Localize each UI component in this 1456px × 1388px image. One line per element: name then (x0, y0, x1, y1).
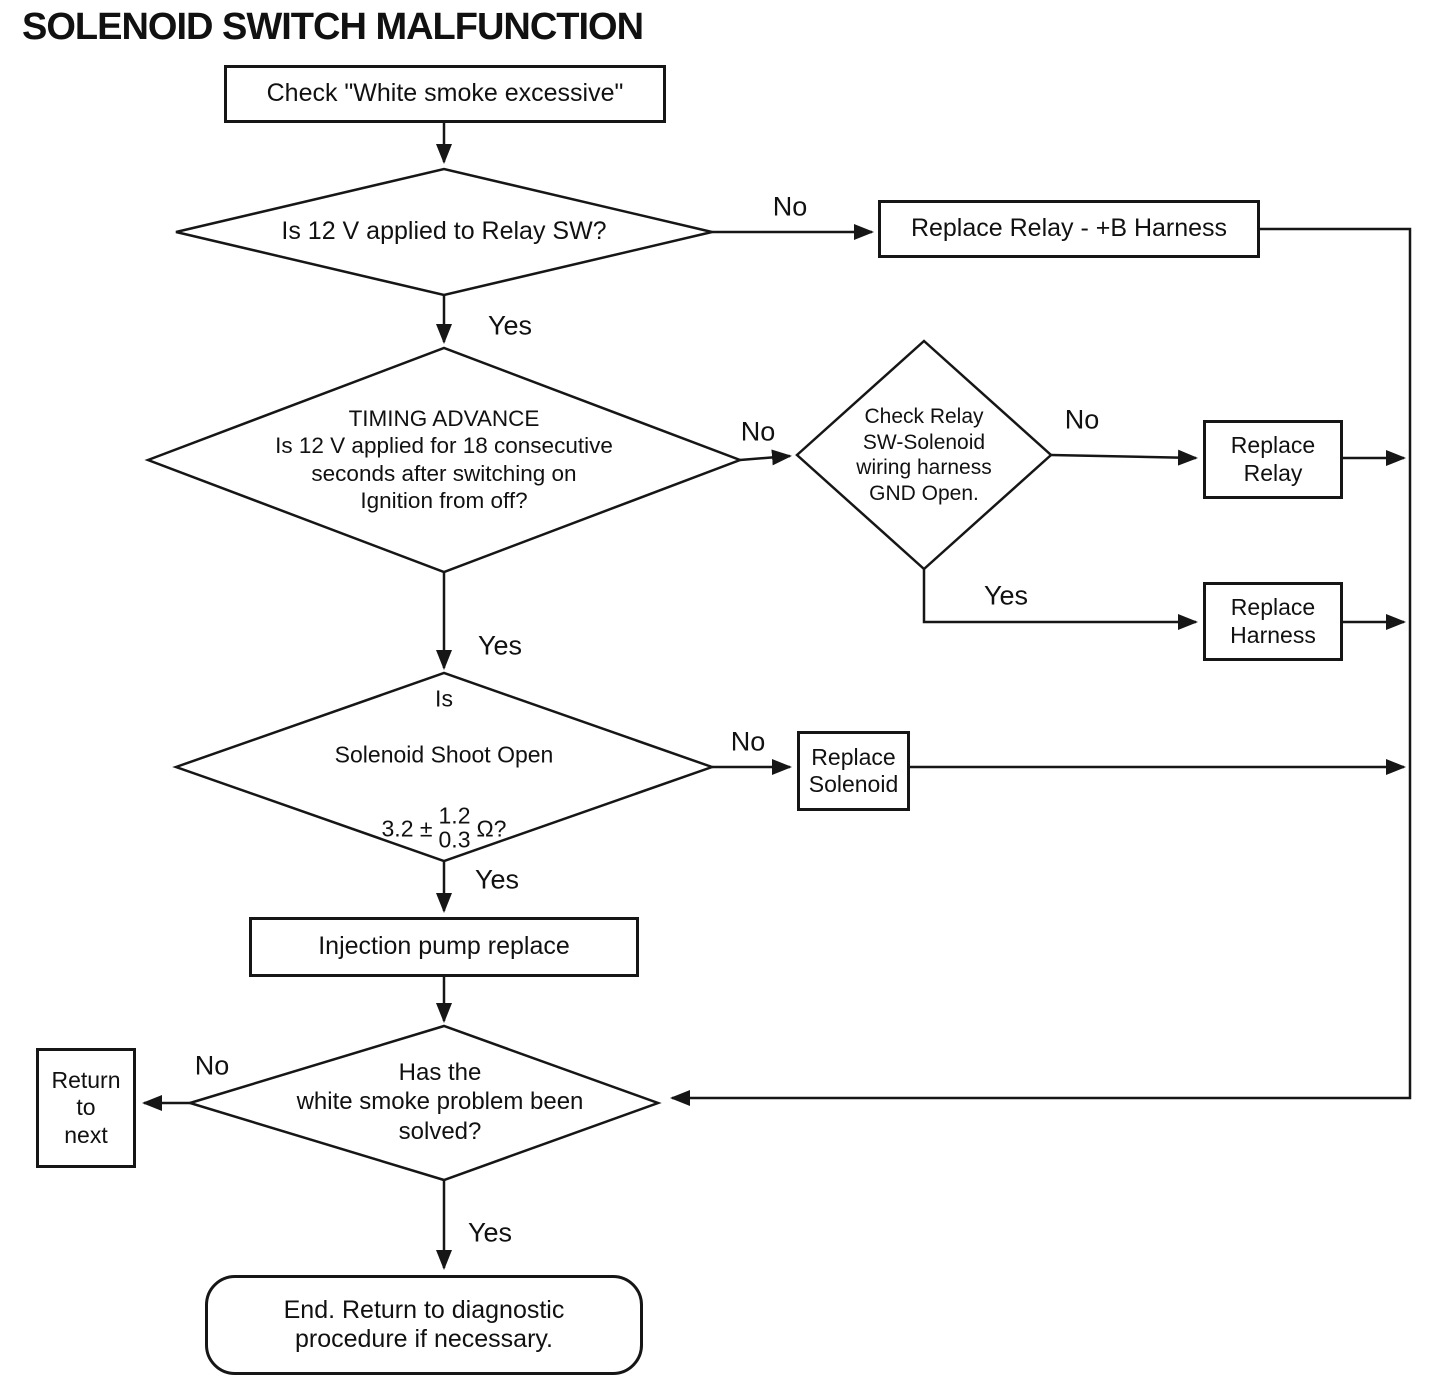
decision-solenoid-shoot-open (172, 671, 716, 863)
resistance-tolerance-upper: 1.2 (438, 802, 471, 829)
decision-white-smoke-solved (185, 1024, 662, 1182)
decision-check-relay-harness-label: Check Relay SW-Solenoid wiring harness G… (856, 404, 992, 505)
edge-label-d1-yes: Yes (487, 310, 533, 341)
edge-label-d1-no: No (772, 191, 808, 222)
connector-d2-no (739, 449, 792, 466)
decision-check-relay-harness (795, 339, 1053, 571)
decision-timing-advance (144, 346, 744, 574)
solenoid-shoot-line2: Solenoid Shoot Open (334, 741, 554, 768)
return-to-next-box: Return to next (36, 1048, 136, 1168)
resistance-tolerance-stack: 1.2 0.3 (438, 802, 471, 853)
decision-12v-relay-sw (175, 167, 713, 297)
solenoid-shoot-line1: Is (435, 685, 453, 712)
decision-timing-advance-label: TIMING ADVANCE Is 12 V applied for 18 co… (275, 406, 613, 514)
resistance-unit: Ω? (476, 815, 507, 842)
page-title: SOLENOID SWITCH MALFUNCTION (22, 6, 644, 48)
replace-relay-box: Replace Relay (1203, 420, 1343, 499)
decision-white-smoke-solved-label: Has the white smoke problem been solved? (296, 1059, 584, 1145)
replace-relay-b-harness-box: Replace Relay - +B Harness (878, 200, 1260, 258)
edge-label-d4-yes: Yes (467, 1217, 513, 1248)
edge-label-d3-no: No (730, 726, 766, 757)
edge-label-d2-no: No (740, 416, 776, 447)
decision-solenoid-shoot-open-label: Is Solenoid Shoot Open 3.2 ± 1.2 0.3 Ω? (335, 656, 554, 879)
connector-right-return-line (670, 227, 1412, 1106)
connector-check-yes (922, 569, 1198, 630)
edge-label-d3-yes: Yes (474, 864, 520, 895)
solenoid-resistance-spec: 3.2 ± 1.2 0.3 Ω? (335, 802, 554, 853)
injection-pump-replace-box: Injection pump replace (249, 917, 639, 977)
decision-12v-relay-sw-label: Is 12 V applied to Relay SW? (281, 216, 607, 245)
start-box: Check "White smoke excessive" (224, 65, 666, 123)
connector-check-no (1050, 449, 1198, 466)
edge-label-d4-no: No (194, 1050, 230, 1081)
edge-label-d2-yes: Yes (477, 630, 523, 661)
replace-solenoid-box: Replace Solenoid (797, 731, 910, 811)
resistance-value: 3.2 ± (381, 815, 433, 842)
resistance-tolerance-lower: 0.3 (438, 826, 471, 853)
edge-label-check-no: No (1064, 404, 1100, 435)
end-box: End. Return to diagnostic procedure if n… (205, 1275, 643, 1375)
replace-harness-box: Replace Harness (1203, 582, 1343, 661)
edge-label-check-yes: Yes (983, 580, 1029, 611)
